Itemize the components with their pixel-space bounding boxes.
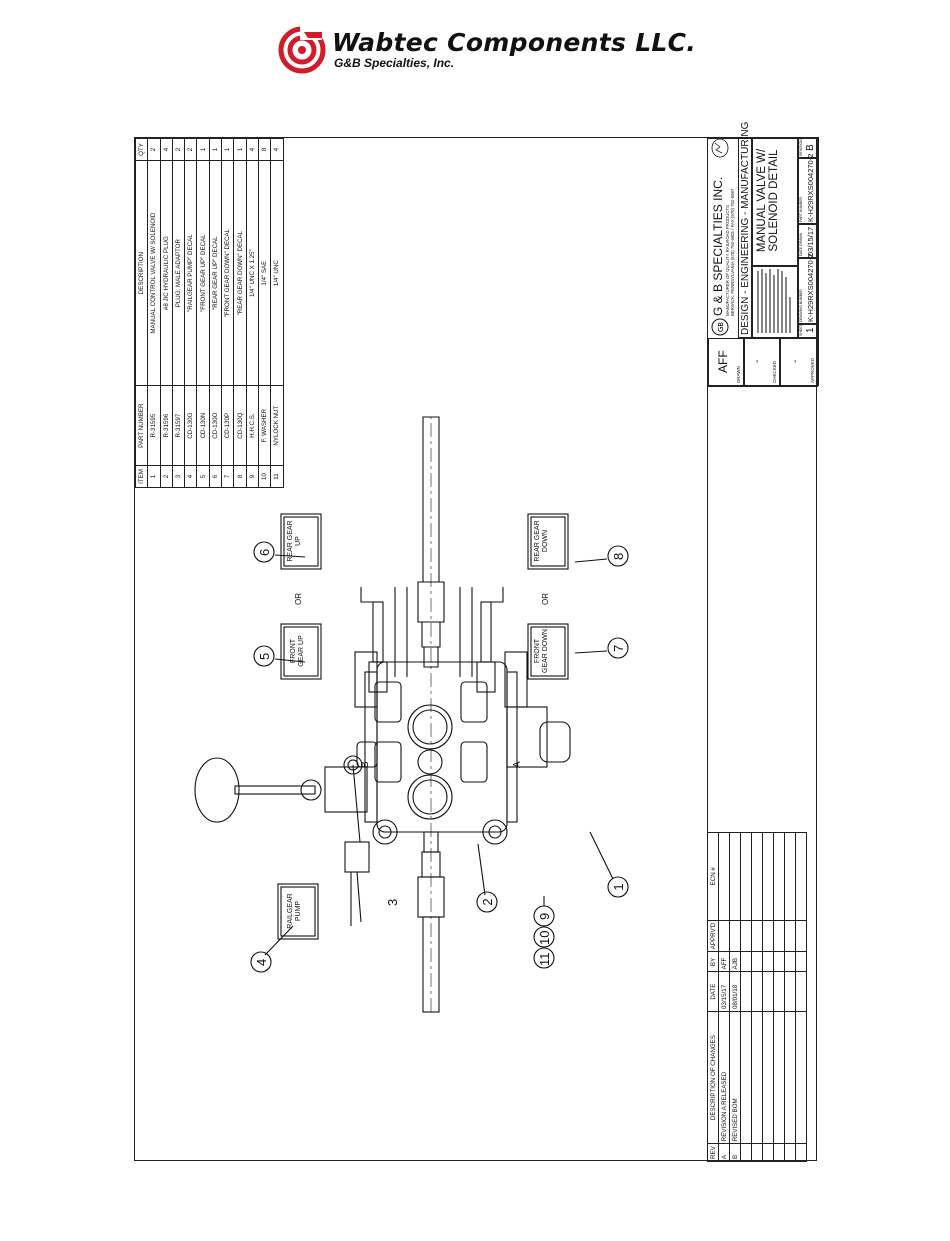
or-label-bottom: OR	[541, 593, 550, 605]
decal-front-gear-up: FRONT GEAR UP	[290, 635, 305, 667]
title-block: DRAWN AFF CHECKED - APPROVED - GB G & B …	[707, 122, 819, 387]
balloon-9-text: 9	[537, 912, 552, 920]
or-label-top: OR	[294, 593, 303, 605]
balloon-3: 3	[385, 898, 400, 906]
balloon-8: 8	[611, 552, 626, 560]
balloon-5: 5	[257, 652, 272, 660]
left-lines	[394, 587, 473, 677]
solenoid	[343, 755, 370, 926]
decal-rear-gear-up: REAR GEAR UP	[287, 520, 302, 562]
gb-logo-icon: GB	[711, 318, 729, 336]
svg-text:GB: GB	[717, 322, 725, 332]
valve-body	[354, 651, 571, 845]
upper-hose	[417, 416, 445, 1013]
control-lever	[194, 757, 368, 823]
seal-icon	[711, 138, 729, 158]
port-b-label: B	[360, 761, 371, 768]
company-subtitle: G&B Specialties, Inc.	[334, 56, 455, 70]
balloon-2: 2	[480, 898, 495, 905]
confidential-notice-lines	[757, 269, 791, 333]
wabtec-logo-icon	[278, 26, 326, 74]
company-name: Wabtec Components LLC.	[332, 28, 697, 57]
valve-drawing: 1 2 9	[194, 416, 629, 1013]
decal-boxes	[277, 513, 569, 940]
balloon-stack	[533, 896, 555, 969]
decal-rear-gear-down: REAR GEAR DOWN	[534, 520, 549, 562]
balloon-11: 11	[537, 952, 552, 967]
right-fittings	[360, 587, 504, 693]
company-logo: Wabtec Components LLC. G&B Specialties, …	[278, 26, 698, 74]
balloon-10: 10	[537, 930, 552, 945]
port-a-label: A	[512, 761, 523, 768]
balloon-6: 6	[257, 548, 272, 556]
decal-railgear-pump: RAILGEAR PUMP	[287, 893, 302, 929]
decal-front-gear-down: FRONT GEAR DOWN	[534, 629, 549, 673]
notice-cell	[752, 266, 798, 338]
balloon-4: 4	[254, 958, 269, 966]
balloon-1: 1	[611, 883, 626, 890]
balloon-callouts	[250, 541, 629, 973]
balloon-7: 7	[611, 644, 626, 652]
